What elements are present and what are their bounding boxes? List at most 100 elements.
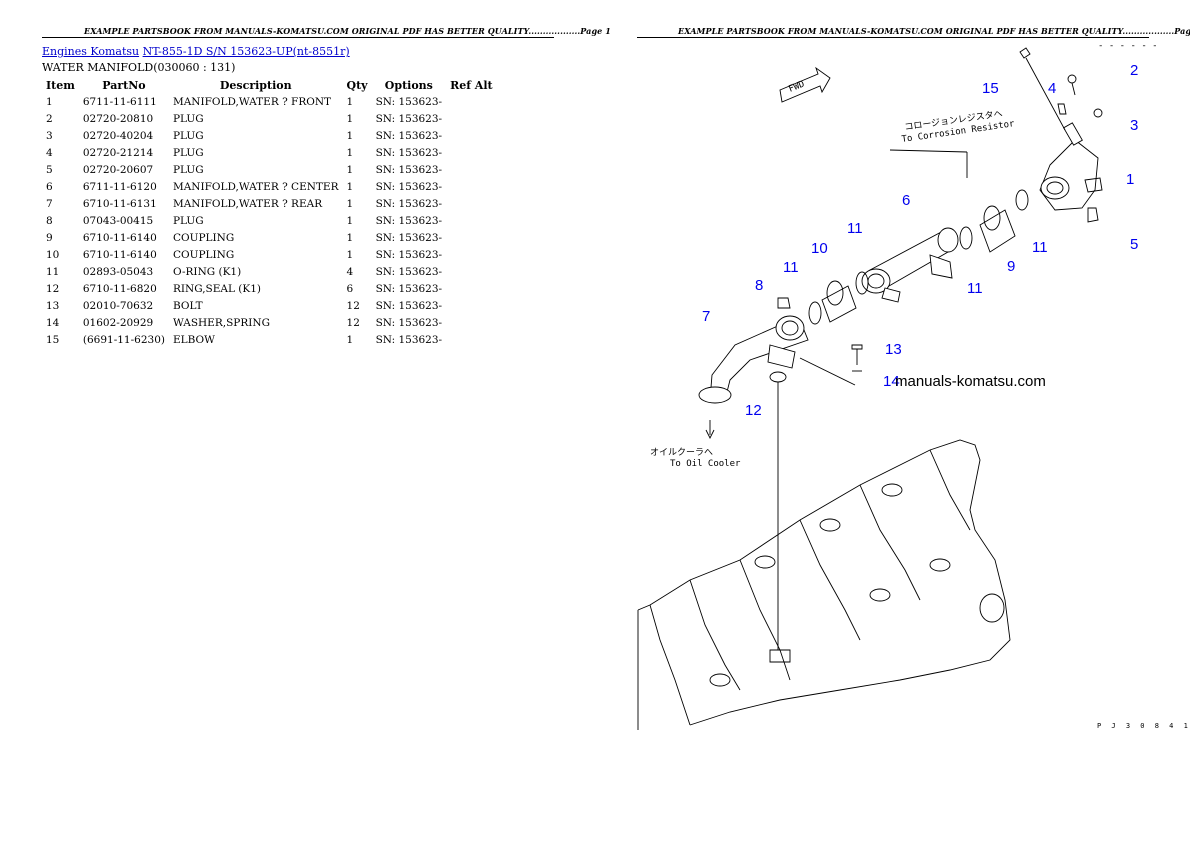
cell-qty: 1 (346, 197, 354, 210)
cell-description: COUPLING (172, 248, 235, 261)
cell-partno: 6710-11-6131 (82, 197, 157, 210)
cell-item: 8 (46, 214, 53, 227)
fwd-arrow-icon: FWD (779, 66, 831, 103)
cell-qty: 1 (346, 248, 354, 261)
callout-11d: 11 (967, 280, 983, 297)
cell-description: MANIFOLD,WATER ? CENTER (172, 180, 339, 193)
cell-options: SN: 153623- (375, 129, 443, 142)
cell-options: SN: 153623- (375, 163, 443, 176)
callout-11a: 11 (847, 220, 863, 237)
column-header-qty: Qty (346, 78, 368, 92)
cell-item: 10 (46, 248, 60, 261)
cell-options: SN: 153623- (375, 282, 443, 295)
page2-header: EXAMPLE PARTSBOOK FROM MANUALS-KOMATSU.C… (678, 26, 1190, 36)
callout-5: 5 (1130, 236, 1138, 253)
callout-9: 9 (1007, 258, 1015, 275)
callout-6: 6 (902, 192, 910, 209)
cell-description: ELBOW (172, 333, 215, 346)
callout-8: 8 (755, 277, 763, 294)
rear-manifold-part (698, 315, 809, 404)
cell-description: PLUG (172, 163, 204, 176)
cell-description: MANIFOLD,WATER ? FRONT (172, 95, 332, 108)
breadcrumb: Engines Komatsu NT-855-1D S/N 153623-UP(… (42, 45, 350, 58)
cell-partno: 6711-11-6120 (82, 180, 157, 193)
cell-partno: 02010-70632 (82, 299, 154, 312)
cell-description: O-RING (K1) (172, 265, 242, 278)
cell-qty: 4 (346, 265, 354, 278)
callout-1: 1 (1126, 171, 1134, 188)
cell-qty: 1 (346, 129, 354, 142)
cell-ref-alt (446, 314, 497, 331)
page1-header-rule (42, 37, 554, 38)
table-row: 8 07043-00415 PLUG 1 SN: 153623- (42, 212, 497, 229)
cell-qty: 1 (346, 333, 354, 346)
table-row: 10 6710-11-6140 COUPLING 1 SN: 153623- (42, 246, 497, 263)
cell-qty: 12 (346, 316, 360, 329)
cell-qty: 1 (346, 112, 354, 125)
cell-description: MANIFOLD,WATER ? REAR (172, 197, 323, 210)
callout-15: 15 (982, 80, 999, 97)
cell-ref-alt (446, 229, 497, 246)
cell-ref-alt (446, 195, 497, 212)
cell-options: SN: 153623- (375, 248, 443, 261)
diagram-svg: FWD コロージョンレジスタへ To Corrosion Resistor オイ… (637, 41, 1158, 730)
cell-ref-alt (446, 93, 497, 110)
cell-description: PLUG (172, 214, 204, 227)
cell-partno: 6711-11-6111 (82, 95, 157, 108)
center-manifold-part (861, 227, 959, 303)
cell-partno: 6710-11-6820 (82, 282, 157, 295)
watermark: manuals-komatsu.com (895, 373, 1046, 390)
callout-4: 4 (1048, 80, 1056, 97)
table-header-row: Item PartNo Description Qty Options Ref … (42, 77, 497, 93)
cell-item: 4 (46, 146, 53, 159)
breadcrumb-link-model[interactable]: NT-855-1D S/N 153623-UP(nt-8551r) (142, 45, 350, 58)
breadcrumb-link-engines[interactable]: Engines Komatsu (42, 45, 140, 58)
cell-ref-alt (446, 297, 497, 314)
top-code: - - - - - - (1098, 41, 1158, 51)
cell-options: SN: 153623- (375, 333, 443, 346)
exploded-parts-diagram: FWD コロージョンレジスタへ To Corrosion Resistor オイ… (630, 40, 1160, 740)
column-header-partno: PartNo (102, 78, 146, 92)
cell-ref-alt (446, 144, 497, 161)
callout-3: 3 (1130, 117, 1138, 134)
cell-qty: 1 (346, 214, 354, 227)
cell-item: 2 (46, 112, 53, 125)
column-header-item: Item (46, 78, 75, 92)
page-title: WATER MANIFOLD(030060 : 131) (42, 61, 236, 74)
cell-partno: 6710-11-6140 (82, 231, 157, 244)
cell-item: 14 (46, 316, 60, 329)
page2-header-rule (637, 37, 1149, 38)
oilcooler-label-en: To Oil Cooler (670, 459, 741, 469)
cell-item: 5 (46, 163, 53, 176)
cell-options: SN: 153623- (375, 299, 443, 312)
cell-partno: 01602-20929 (82, 316, 154, 329)
callout-7: 7 (702, 308, 710, 325)
cell-options: SN: 153623- (375, 197, 443, 210)
cell-ref-alt (446, 127, 497, 144)
cell-qty: 6 (346, 282, 354, 295)
cell-ref-alt (446, 110, 497, 127)
cell-ref-alt (446, 212, 497, 229)
cell-description: PLUG (172, 112, 204, 125)
cell-partno: 6710-11-6140 (82, 248, 157, 261)
parts-table: Item PartNo Description Qty Options Ref … (42, 77, 497, 348)
callout-10: 10 (811, 240, 828, 257)
cell-description: PLUG (172, 129, 204, 142)
cell-partno: 02720-20810 (82, 112, 154, 125)
cell-item: 13 (46, 299, 60, 312)
cell-options: SN: 153623- (375, 265, 443, 278)
cell-description: RING,SEAL (K1) (172, 282, 262, 295)
cell-qty: 1 (346, 180, 354, 193)
front-manifold-part (1039, 122, 1103, 211)
cell-description: WASHER,SPRING (172, 316, 270, 329)
cell-options: SN: 153623- (375, 214, 443, 227)
cell-partno: 07043-00415 (82, 214, 154, 227)
cell-qty: 1 (346, 95, 354, 108)
cell-options: SN: 153623- (375, 180, 443, 193)
cell-options: SN: 153623- (375, 112, 443, 125)
